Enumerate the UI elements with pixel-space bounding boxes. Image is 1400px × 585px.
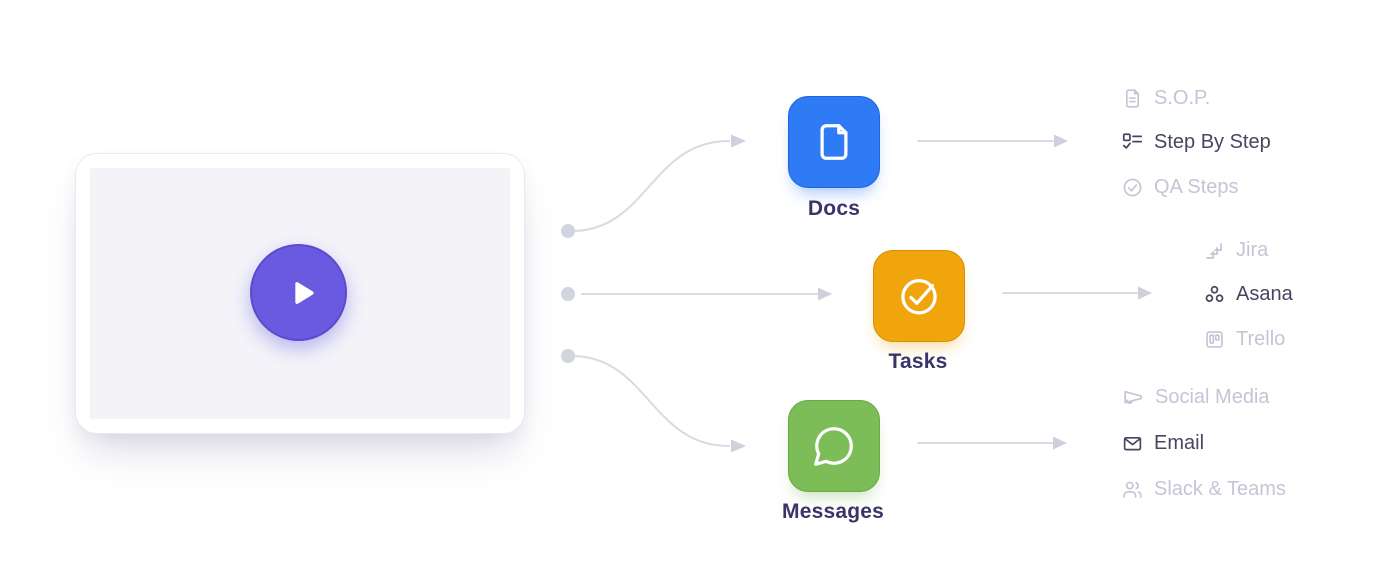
file-text-icon (1125, 88, 1140, 108)
check-circle-icon (901, 279, 937, 315)
list-item-label: S.O.P. (1154, 86, 1211, 109)
list-item-label: Asana (1236, 283, 1293, 305)
list-item-qa-steps: QA Steps (1122, 173, 1239, 201)
arrowhead (1138, 286, 1152, 300)
arrowhead (731, 134, 746, 148)
chat-bubble-icon (814, 427, 853, 466)
envelope-icon (1123, 436, 1142, 450)
arrowhead (818, 287, 832, 301)
play-button[interactable] (250, 244, 347, 341)
list-item-asana: Asana (1204, 281, 1293, 309)
play-icon (294, 281, 314, 304)
arrowhead (1053, 436, 1067, 450)
checklist-icon (1122, 133, 1143, 149)
list-item-label: QA Steps (1154, 175, 1239, 198)
branch-dot (561, 349, 575, 363)
node-messages (788, 400, 880, 492)
users-icon (1123, 481, 1142, 498)
jira-icon (1206, 242, 1222, 259)
branch-dot (561, 224, 575, 238)
tasks-output-list: Jira Asana Trello (1204, 236, 1293, 353)
megaphone-icon (1124, 390, 1143, 404)
list-item-label: Step By Step (1154, 131, 1271, 153)
list-item-trello: Trello (1204, 325, 1285, 353)
node-docs (788, 96, 880, 188)
curve-to-messages (574, 355, 730, 447)
node-messages-label: Messages (782, 500, 884, 523)
docs-output-list: S.O.P. Step By Step QA Steps (1122, 84, 1271, 201)
asana-icon (1205, 285, 1224, 303)
branch-dot (561, 287, 575, 301)
list-item-label: Trello (1236, 327, 1286, 350)
curve-to-docs (574, 140, 730, 232)
list-item-label: Email (1154, 431, 1205, 454)
arrowhead (1054, 134, 1068, 148)
node-tasks-label: Tasks (888, 350, 948, 373)
messages-output-list: Social Media Email Slack & Teams (1122, 383, 1286, 503)
arrowhead (731, 439, 746, 453)
video-player-card (75, 153, 525, 434)
node-docs-label: Docs (807, 197, 861, 220)
list-item-jira: Jira (1204, 236, 1268, 264)
list-item-email: Email (1122, 429, 1204, 457)
document-icon (820, 124, 848, 160)
list-item-label: Jira (1236, 238, 1269, 261)
list-item-label: Slack & Teams (1154, 477, 1286, 500)
trello-icon (1206, 330, 1223, 348)
list-item-sop: S.O.P. (1122, 84, 1210, 112)
node-tasks (873, 250, 965, 342)
list-item-step-by-step: Step By Step (1122, 129, 1271, 157)
list-item-social-media: Social Media (1122, 383, 1270, 411)
list-item-slack-teams: Slack & Teams (1122, 475, 1286, 503)
circle-check-icon (1123, 178, 1142, 196)
list-item-label: Social Media (1155, 385, 1270, 408)
